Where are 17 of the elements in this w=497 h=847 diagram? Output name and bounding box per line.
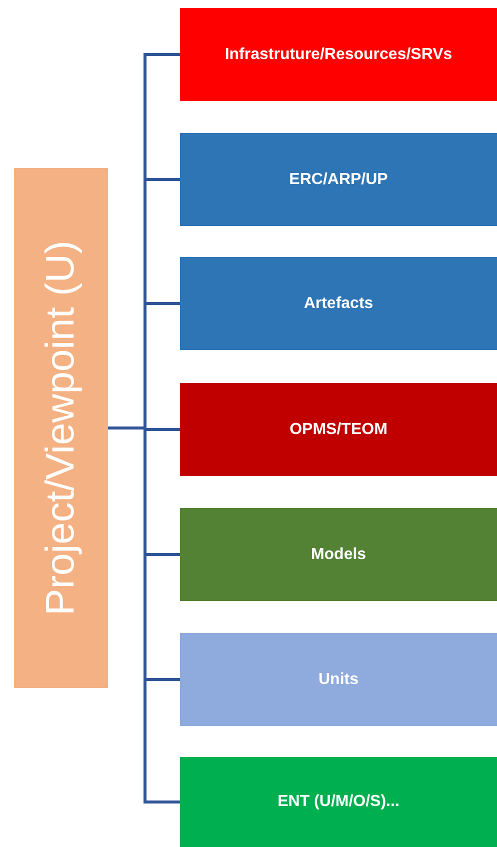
box-label: ENT (U/M/O/S)... (278, 793, 400, 811)
category-box (180, 508, 497, 601)
box-label: Artefacts (304, 294, 374, 312)
category-box (180, 8, 497, 101)
box-label: ERC/ARP/UP (289, 170, 388, 188)
category-box (180, 257, 497, 350)
category-box (180, 757, 497, 847)
vertical-title: Project/Viewpoint (U) (38, 240, 84, 616)
box-label: Units (318, 670, 358, 688)
box-label: Infrastruture/Resources/SRVs (224, 46, 452, 64)
category-box (180, 633, 497, 726)
category-box (180, 383, 497, 476)
box-label: OPMS/TEOM (290, 420, 388, 438)
box-label: Models (310, 546, 366, 564)
vertical-label-box (14, 168, 108, 688)
category-box (180, 133, 497, 226)
connector-line (108, 426, 180, 804)
